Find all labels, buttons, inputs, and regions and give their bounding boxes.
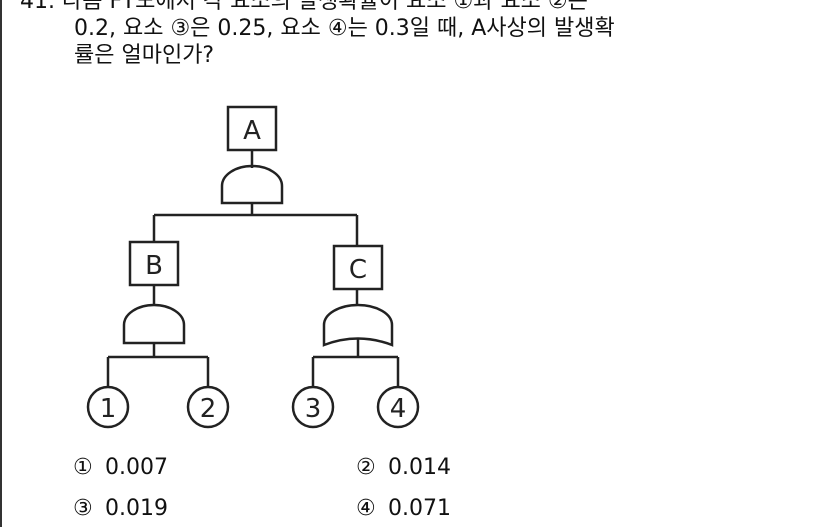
panel-left-border — [0, 0, 2, 527]
event-label-a: A — [243, 116, 261, 146]
basic-event-label-1: 1 — [100, 394, 117, 424]
option-value: 0.014 — [388, 455, 451, 480]
and-gate-top — [220, 164, 284, 205]
question-line-1: 41. 다음 FT도에서 각 요소의 발생확률이 요소 ①과 요소 ②는 — [20, 0, 588, 14]
answer-option-3[interactable]: ③ 0.019 — [73, 496, 168, 521]
answer-option-4[interactable]: ④ 0.071 — [356, 496, 451, 521]
event-label-b: B — [145, 251, 163, 281]
basic-event-label-2: 2 — [200, 394, 217, 424]
basic-event-2 — [186, 385, 230, 429]
question-line-3: 률은 얼마인가? — [74, 43, 215, 68]
basic-event-4 — [376, 385, 420, 429]
question-line-2: 0.2, 요소 ③은 0.25, 요소 ④는 0.3일 때, A사상의 발생확 — [74, 16, 615, 41]
or-gate-c — [322, 303, 394, 347]
option-value: 0.071 — [388, 496, 451, 521]
basic-event-label-3: 3 — [305, 394, 322, 424]
option-number: ③ — [73, 496, 93, 521]
option-value: 0.007 — [105, 455, 168, 480]
answer-option-2[interactable]: ② 0.014 — [356, 455, 451, 480]
basic-event-label-4: 4 — [390, 394, 407, 424]
option-number: ① — [73, 455, 93, 480]
option-value: 0.019 — [105, 496, 168, 521]
option-number: ② — [356, 455, 376, 480]
option-number: ④ — [356, 496, 376, 521]
answer-option-1[interactable]: ① 0.007 — [73, 455, 168, 480]
event-label-c: C — [349, 255, 367, 285]
basic-event-1 — [86, 385, 130, 429]
basic-event-3 — [291, 385, 335, 429]
and-gate-b — [122, 303, 186, 345]
question-text: 41. 다음 FT도에서 각 요소의 발생확률이 요소 ①과 요소 ②는 0.2… — [20, 0, 615, 69]
